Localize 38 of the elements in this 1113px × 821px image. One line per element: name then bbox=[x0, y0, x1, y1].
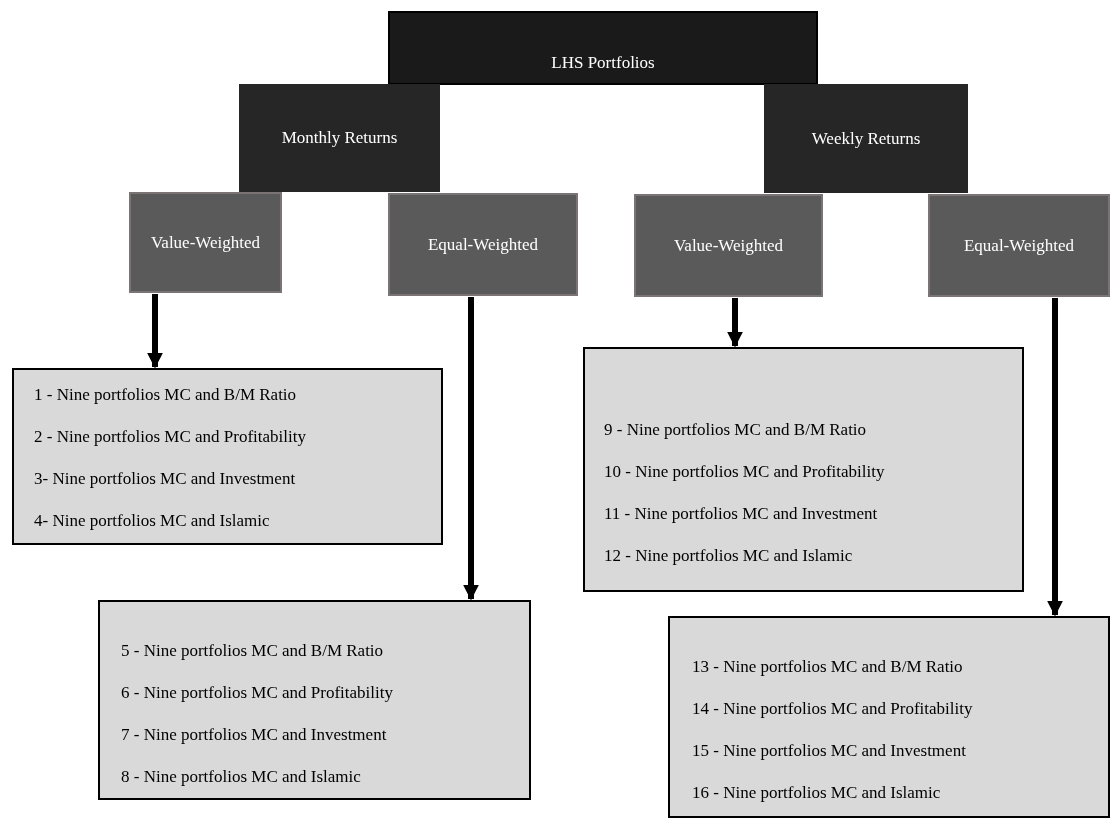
arrow bbox=[463, 297, 479, 601]
list-item-text: 7 - Nine portfolios MC and Investment bbox=[121, 724, 388, 746]
list-item-text: 10 - Nine portfolios MC and Profitability bbox=[604, 461, 886, 483]
list-item-text: 15 - Nine portfolios MC and Investment bbox=[692, 740, 967, 762]
list-item-text: 8 - Nine portfolios MC and Islamic bbox=[121, 766, 362, 788]
node-label: Value-Weighted bbox=[672, 234, 785, 257]
arrow bbox=[147, 294, 163, 369]
weighting-box bbox=[634, 194, 823, 297]
list-item-text: 14 - Nine portfolios MC and Profitability bbox=[692, 698, 974, 720]
weighting-box bbox=[129, 192, 282, 293]
category-box bbox=[764, 84, 968, 193]
portfolio-list-box bbox=[668, 616, 1110, 818]
portfolio-list-box bbox=[98, 600, 531, 800]
node-label: Monthly Returns bbox=[280, 127, 399, 150]
node-label: Equal-Weighted bbox=[426, 233, 539, 256]
list-item-text: 16 - Nine portfolios MC and Islamic bbox=[692, 782, 942, 804]
root-box bbox=[388, 11, 818, 85]
node-label: LHS Portfolios bbox=[550, 51, 656, 74]
list-item-text: 11 - Nine portfolios MC and Investment bbox=[604, 503, 879, 525]
portfolio-list-box bbox=[583, 347, 1024, 592]
node-label: Value-Weighted bbox=[149, 231, 262, 254]
weighting-box bbox=[388, 193, 578, 296]
list-item-text: 4- Nine portfolios MC and Islamic bbox=[34, 510, 271, 532]
category-box bbox=[239, 84, 440, 192]
list-item-text: 6 - Nine portfolios MC and Profitability bbox=[121, 682, 394, 704]
node-label: Weekly Returns bbox=[810, 127, 922, 150]
arrow bbox=[1047, 298, 1063, 617]
portfolio-list-box bbox=[12, 368, 443, 545]
list-item-text: 13 - Nine portfolios MC and B/M Ratio bbox=[692, 656, 964, 678]
arrow bbox=[727, 298, 743, 348]
list-item-text: 3- Nine portfolios MC and Investment bbox=[34, 468, 297, 490]
list-item-text: 5 - Nine portfolios MC and B/M Ratio bbox=[121, 640, 385, 662]
weighting-box bbox=[928, 194, 1110, 297]
node-label: Equal-Weighted bbox=[962, 234, 1075, 257]
list-item-text: 1 - Nine portfolios MC and B/M Ratio bbox=[34, 384, 298, 406]
list-item-text: 12 - Nine portfolios MC and Islamic bbox=[604, 545, 854, 567]
list-item-text: 9 - Nine portfolios MC and B/M Ratio bbox=[604, 419, 868, 441]
list-item-text: 2 - Nine portfolios MC and Profitability bbox=[34, 426, 307, 448]
